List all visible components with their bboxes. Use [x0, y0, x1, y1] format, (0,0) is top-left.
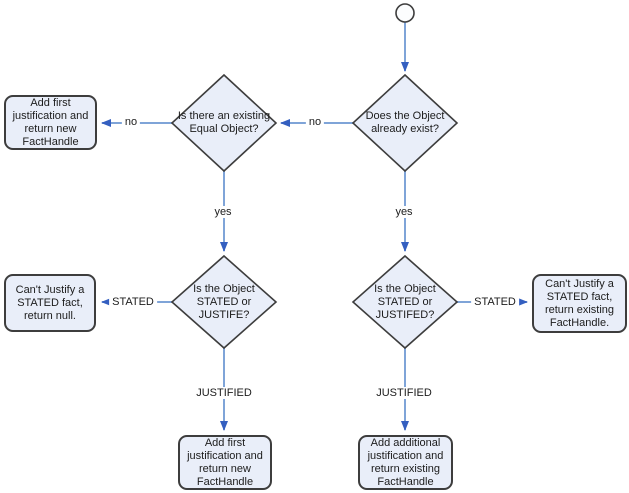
decision-equal-object: [170, 73, 278, 173]
edge-label-justified-right: JUSTIFIED: [373, 387, 435, 399]
start-node: [395, 3, 415, 23]
edge-label-no-does-object-exist: no: [305, 116, 325, 128]
process-add-first-justification-bottom: Add first justification and return new F…: [178, 435, 272, 490]
edge-label-stated-left: STATED: [109, 296, 157, 308]
edge-label-yes-right: yes: [392, 206, 416, 218]
decision-stated-or-justife: [170, 254, 278, 350]
edge-label-yes-left: yes: [211, 206, 235, 218]
edge-label-stated-right: STATED: [471, 296, 519, 308]
edge-label-justified-left: JUSTIFIED: [193, 387, 255, 399]
process-add-first-justification-top: Add first justification and return new F…: [4, 95, 97, 150]
process-cant-justify-return-null: Can't Justify a STATED fact, return null…: [4, 274, 96, 332]
process-cant-justify-return-existing: Can't Justify a STATED fact, return exis…: [532, 274, 627, 333]
decision-does-object-exist: [351, 73, 459, 173]
process-add-additional-justification: Add additional justification and return …: [358, 435, 453, 490]
edge-label-no-equal-object: no: [121, 116, 141, 128]
decision-stated-or-justifed: [351, 254, 459, 350]
